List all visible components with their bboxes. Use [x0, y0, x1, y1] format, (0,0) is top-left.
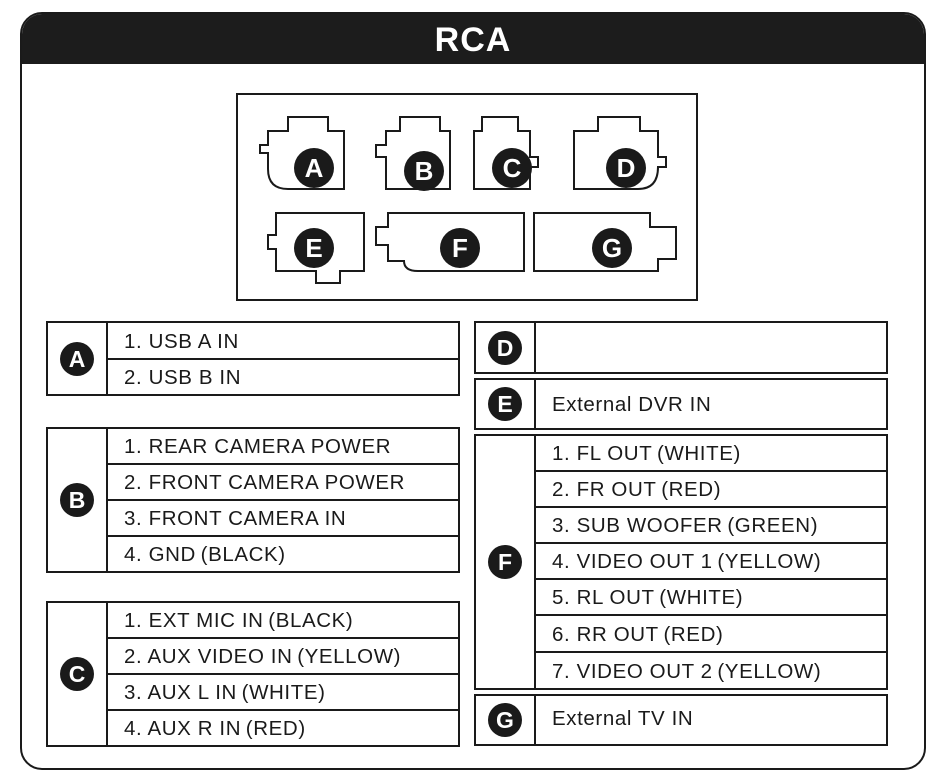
table-d-row [536, 323, 886, 372]
table-f-row: 6. RR OUT (RED) [536, 616, 886, 653]
table-c-row: 3. AUX L IN (WHITE) [108, 675, 458, 711]
connector-a-shape [259, 116, 345, 190]
table-c: C 1. EXT MIC IN (BLACK) 2. AUX VIDEO IN … [46, 601, 460, 747]
table-f-row: 5. RL OUT (WHITE) [536, 580, 886, 616]
table-f-row: 4. VIDEO OUT 1 (YELLOW) [536, 544, 886, 580]
table-d: D [474, 321, 888, 374]
connector-d-shape [573, 116, 667, 190]
connector-f-badge: F [440, 228, 480, 268]
table-g-row: External TV IN [552, 707, 694, 730]
table-b-row: 2. FRONT CAMERA POWER [108, 465, 458, 501]
table-a-badge: A [60, 341, 94, 376]
table-c-label-cell: C [48, 603, 108, 745]
table-a: A 1. USB A IN 2. USB B IN [46, 321, 460, 396]
table-d-badge: D [488, 330, 522, 365]
table-a-label-cell: A [48, 323, 108, 394]
connector-f-shape [375, 212, 525, 272]
connector-c-shape [473, 116, 539, 190]
table-f-label-cell: F [476, 436, 536, 688]
table-c-row: 1. EXT MIC IN (BLACK) [108, 603, 458, 639]
connector-b-shape [375, 116, 451, 190]
connector-g-shape [533, 212, 677, 272]
table-c-badge: C [60, 657, 94, 691]
table-g: G External TV IN [474, 694, 888, 746]
table-f-row: 7. VIDEO OUT 2 (YELLOW) [552, 660, 822, 683]
connector-c-badge: C [492, 148, 532, 188]
connector-outline [259, 116, 677, 284]
table-d-label-cell: D [476, 323, 536, 372]
table-a-row: 1. USB A IN [108, 323, 458, 360]
table-f-row: 3. SUB WOOFER (GREEN) [536, 508, 886, 544]
connector-e-badge: E [294, 228, 334, 268]
table-f: F 1. FL OUT (WHITE) 2. FR OUT (RED) 3. S… [474, 434, 888, 690]
table-f-row: 2. FR OUT (RED) [536, 472, 886, 508]
diagram-title: RCA [22, 14, 924, 64]
table-c-row: 2. AUX VIDEO IN (YELLOW) [108, 639, 458, 675]
table-b-row: 3. FRONT CAMERA IN [108, 501, 458, 537]
table-c-row: 4. AUX R IN (RED) [124, 717, 306, 740]
connector-d-badge: D [606, 148, 646, 188]
table-e: E External DVR IN [474, 378, 888, 430]
connector-a-badge: A [294, 148, 334, 188]
table-a-row: 2. USB B IN [124, 366, 242, 389]
connector-e-shape [267, 212, 365, 284]
connector-g-badge: G [592, 228, 632, 268]
table-b-row: 1. REAR CAMERA POWER [108, 429, 458, 465]
table-b-badge: B [60, 483, 94, 517]
table-e-row: External DVR IN [552, 393, 712, 416]
table-b-row: 4. GND (BLACK) [124, 543, 286, 566]
table-e-badge: E [488, 387, 522, 421]
table-b: B 1. REAR CAMERA POWER 2. FRONT CAMERA P… [46, 427, 460, 573]
connector-b-badge: B [404, 151, 444, 191]
table-b-label-cell: B [48, 429, 108, 571]
table-f-badge: F [488, 545, 522, 579]
table-g-badge: G [488, 703, 522, 737]
table-f-row: 1. FL OUT (WHITE) [536, 436, 886, 472]
table-g-label-cell: G [476, 696, 536, 744]
connector-block: A B C D E F G [236, 93, 698, 301]
table-e-label-cell: E [476, 380, 536, 428]
diagram-frame: RCA [20, 12, 926, 770]
